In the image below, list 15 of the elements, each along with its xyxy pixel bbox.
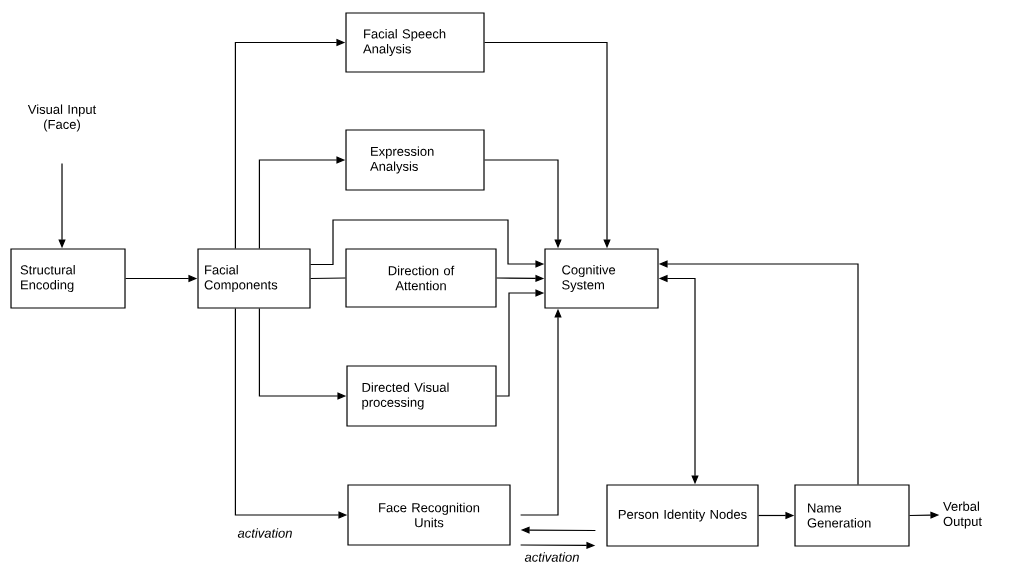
process-box: Person Identity Nodes — [606, 484, 759, 547]
connector-line — [310, 277, 346, 280]
process-box: Name Generation — [794, 484, 910, 547]
process-box: Directed Visual processing — [346, 365, 497, 427]
text-label: Visual Input (Face) — [27, 104, 97, 132]
text-label: Verbal Output — [943, 501, 982, 529]
process-box: Direction of Attention — [345, 248, 497, 308]
process-box: Cognitive System — [544, 248, 659, 309]
process-box: Facial Components — [197, 248, 311, 309]
process-box: Structural Encoding — [10, 248, 126, 309]
process-box: Face Recognition Units — [347, 484, 511, 546]
edge-label: activation — [523, 551, 581, 563]
process-box: Expression Analysis — [345, 129, 485, 191]
edge-label: activation — [236, 527, 294, 539]
process-box: Facial Speech Analysis — [345, 12, 485, 73]
